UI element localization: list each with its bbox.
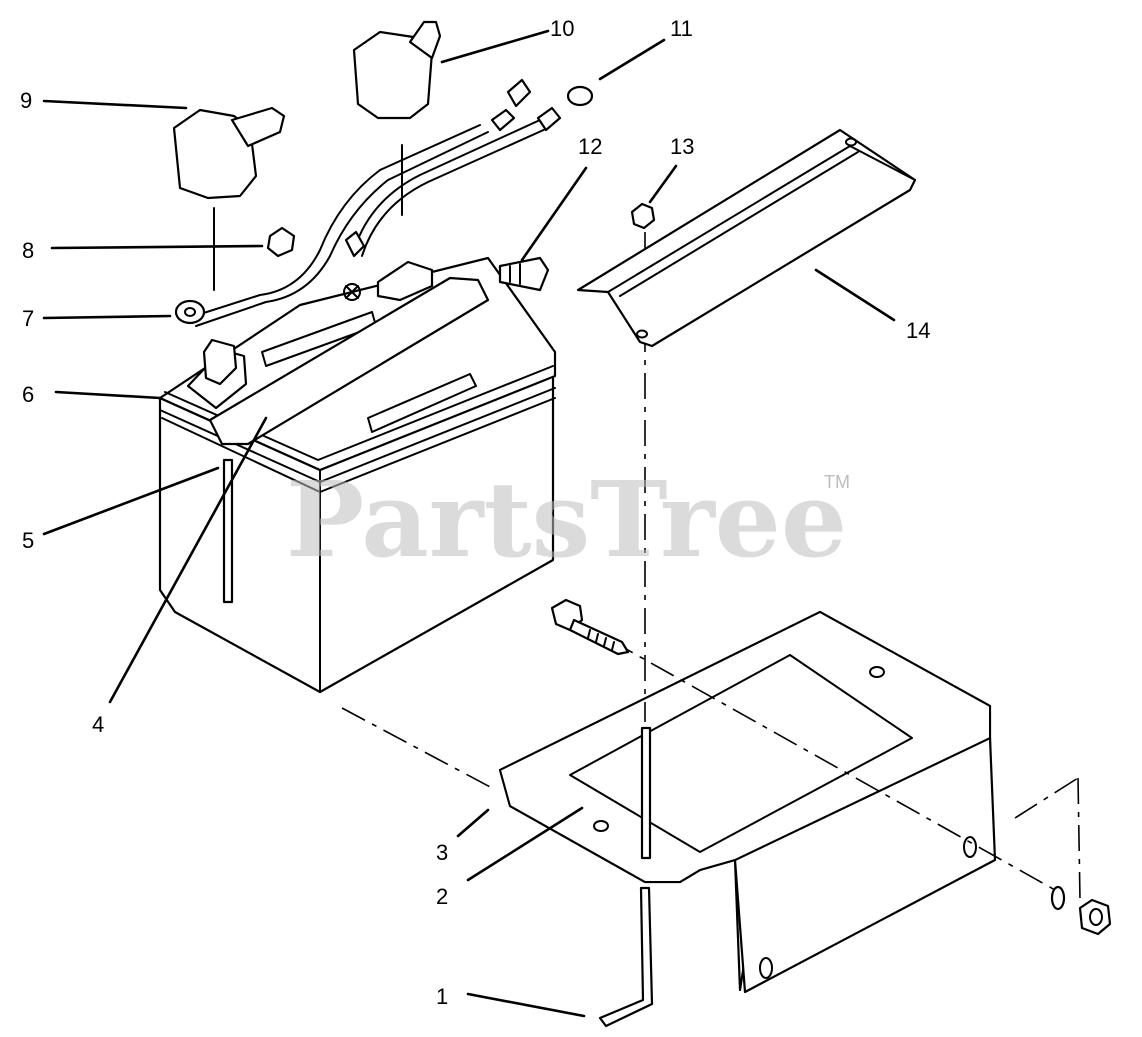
watermark: PartsTree TM [286,458,850,581]
terminal-cover-right [352,20,442,120]
nut-13 [630,202,656,230]
callout-3: 3 [436,840,448,865]
callout-4: 4 [92,712,104,737]
callout-10: 10 [550,16,574,41]
callout-6: 6 [22,382,34,407]
callout-9: 9 [20,88,32,113]
callout-11: 11 [670,16,693,41]
callout-8: 8 [22,238,34,263]
callouts: 1 2 3 4 5 6 7 8 9 10 11 12 13 14 [20,16,930,1009]
callout-2: 2 [436,884,448,909]
callout-1: 1 [436,984,448,1009]
callout-5: 5 [22,528,34,553]
battery-tray [498,610,997,994]
callout-7: 7 [22,306,34,331]
bolt-assembly [550,598,1112,936]
watermark-text: PartsTree [286,458,847,581]
bolt-12 [498,256,550,292]
hold-down-rod [598,726,654,1028]
terminal-cover-left [172,106,286,200]
callout-14: 14 [906,318,930,343]
callout-13: 13 [670,134,694,159]
callout-12: 12 [578,134,602,159]
battery [158,256,557,694]
watermark-tm: TM [824,472,850,492]
hold-down-bracket [576,128,917,348]
leader-lines [42,29,896,1018]
cables [174,78,594,327]
